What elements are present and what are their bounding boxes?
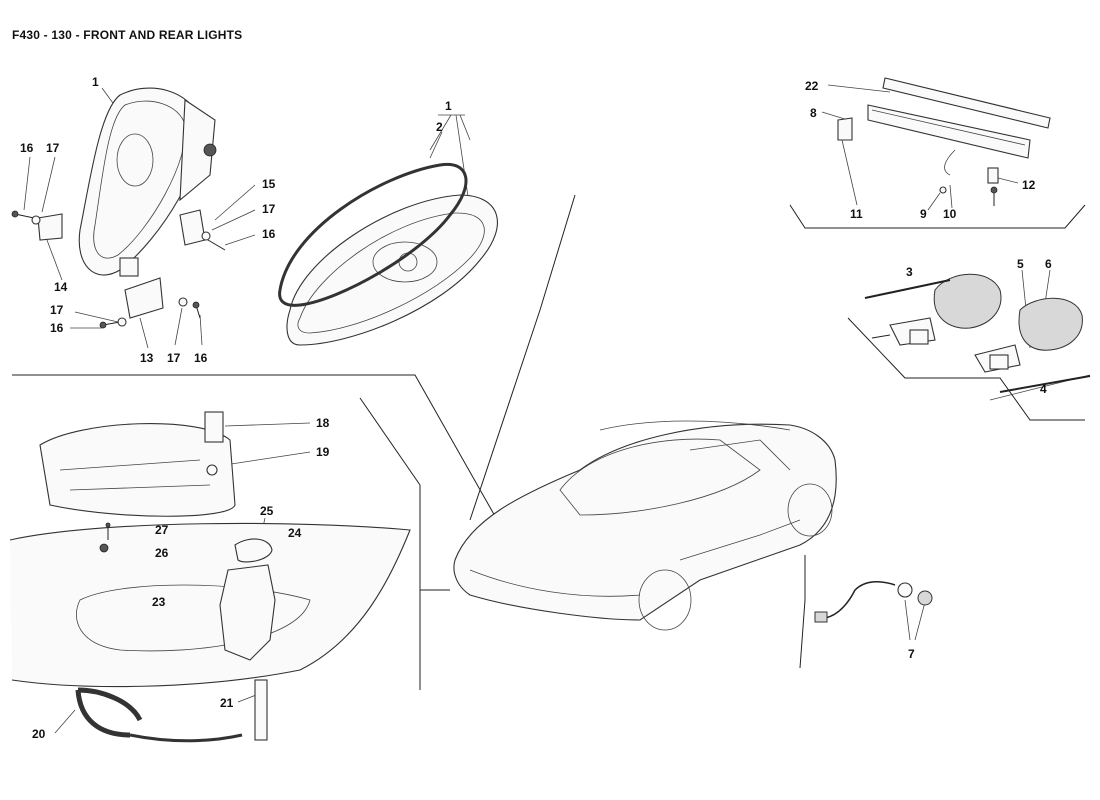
front-bumper-and-washer	[9, 411, 411, 743]
rear-light-clusters	[864, 273, 1091, 393]
callout-2: 2	[436, 120, 443, 134]
callout-24: 24	[288, 526, 302, 540]
callout-9: 9	[920, 207, 927, 221]
callout-23: 23	[152, 595, 166, 609]
callout-21: 21	[220, 696, 234, 710]
callout-13: 13	[140, 351, 154, 365]
callout-15: 15	[262, 177, 276, 191]
callout-14: 14	[54, 280, 68, 294]
bracket-14	[37, 213, 63, 241]
callout-18: 18	[316, 416, 330, 430]
callout-26: 26	[155, 546, 169, 560]
callout-12: 12	[1022, 178, 1036, 192]
callout-6: 6	[1045, 257, 1052, 271]
callout-11: 11	[850, 207, 863, 221]
callout-7: 7	[908, 647, 915, 661]
callout-17: 17	[46, 141, 60, 155]
callout-1: 1	[92, 75, 99, 89]
bracket-13	[124, 277, 164, 319]
callout-1: 1	[445, 99, 452, 113]
headlamp-lens-and-gasket	[278, 162, 498, 346]
callout-16: 16	[20, 141, 34, 155]
car-body-outline	[453, 420, 837, 631]
callout-5: 5	[1017, 257, 1024, 271]
callout-20: 20	[32, 727, 46, 741]
callout-16: 16	[194, 351, 208, 365]
callout-3: 3	[906, 265, 913, 279]
callout-19: 19	[316, 445, 330, 459]
callout-17: 17	[167, 351, 181, 365]
section-dividers	[12, 194, 1086, 690]
third-brake-light-assembly	[837, 77, 1051, 206]
callout-4: 4	[1040, 382, 1047, 396]
callout-17: 17	[50, 303, 64, 317]
callout-10: 10	[943, 207, 957, 221]
callout-25: 25	[260, 504, 274, 518]
callout-16: 16	[262, 227, 276, 241]
callout-22: 22	[805, 79, 819, 93]
callout-8: 8	[810, 106, 817, 120]
diagram-title: F430 - 130 - FRONT AND REAR LIGHTS	[12, 28, 243, 42]
front-headlamp-assembly	[11, 87, 226, 329]
callout-16: 16	[50, 321, 64, 335]
callout-17: 17	[262, 202, 276, 216]
side-repeater-lamp	[814, 580, 933, 623]
callout-27: 27	[155, 523, 169, 537]
bracket-15	[179, 209, 206, 246]
callout-labels: 1 1 2 15 17 16 16 17 14 17 16 13 17 16 2…	[20, 75, 1052, 741]
